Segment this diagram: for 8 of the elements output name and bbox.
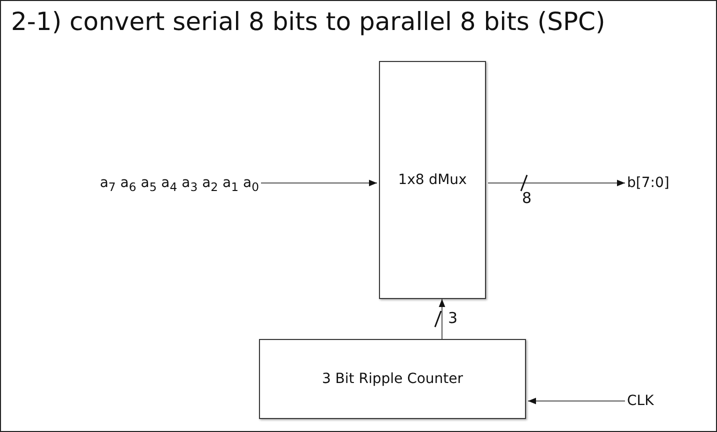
block-box xyxy=(259,339,526,419)
signal-label: a$_{7}$ a$_{6}$ a$_{5}$ a$_{4}$ a$_{3}$ a$_{2}$ a$_{1}$ a$_{0}$ xyxy=(79,173,259,193)
signal-label: CLK xyxy=(627,391,663,411)
title: 2-1) convert serial 8 bits to parallel 8 bits (SPC) xyxy=(11,7,606,36)
block-label: 3 Bit Ripple Counter xyxy=(322,371,464,387)
signal-label: b[7:0] xyxy=(627,173,679,193)
block-box xyxy=(379,61,486,299)
block-label: 1x8 dMux xyxy=(398,172,467,188)
